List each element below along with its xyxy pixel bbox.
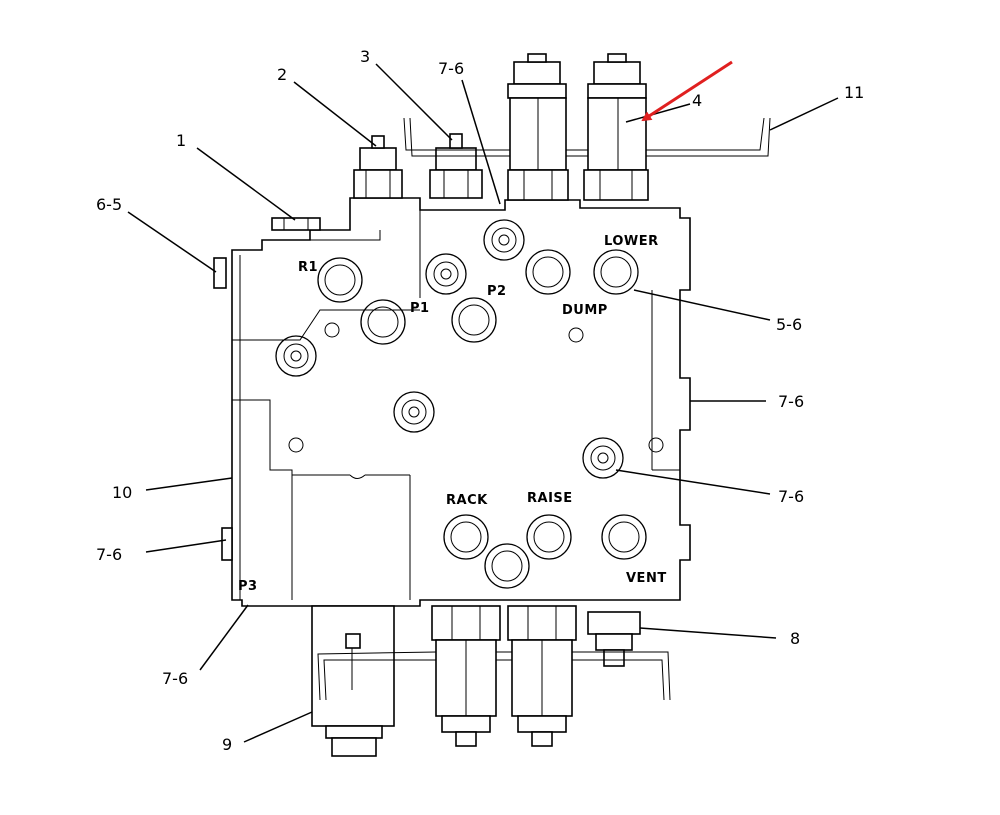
port-p1 <box>360 299 406 345</box>
leader-lines <box>127 63 839 743</box>
callout-4: 4 <box>692 91 702 110</box>
bottom-fitting-8 <box>587 611 641 667</box>
port-dump-upper <box>525 249 571 295</box>
callout-1: 1 <box>176 131 186 150</box>
bottom-solenoid-left <box>431 605 501 747</box>
callout-7-6-top: 7-6 <box>438 59 464 78</box>
port-top-plug <box>483 219 525 261</box>
callout-7-6-bottom: 7-6 <box>162 669 188 688</box>
port-center-bottom <box>484 543 530 589</box>
callout-6-5: 6-5 <box>96 195 122 214</box>
port-left-plug <box>275 335 317 377</box>
small-hole <box>288 437 304 453</box>
bottom-wire-harness <box>317 651 671 701</box>
small-hole <box>568 327 584 343</box>
port-p2 <box>451 297 497 343</box>
callout-9: 9 <box>222 735 232 754</box>
port-label-p1: P1 <box>410 301 430 316</box>
port-right-plug <box>582 437 624 479</box>
port-r1 <box>317 257 363 303</box>
port-rack <box>443 514 489 560</box>
bottom-solenoid-right <box>507 605 577 747</box>
callout-10: 10 <box>112 483 132 502</box>
callout-7-6-right-lower: 7-6 <box>778 487 804 506</box>
port-label-r1: R1 <box>298 260 318 275</box>
top-nut-left <box>353 135 403 199</box>
port-lower <box>593 249 639 295</box>
callout-7-6-right-upper: 7-6 <box>778 392 804 411</box>
bottom-solenoid-9 <box>311 605 395 757</box>
ports <box>275 219 664 589</box>
small-hole <box>324 322 340 338</box>
port-label-p2: P2 <box>487 284 507 299</box>
callout-8: 8 <box>790 629 800 648</box>
top-plug <box>271 217 321 231</box>
callouts: 1 2 3 7-6 4 11 6-5 5-6 7-6 7-6 10 7-6 7-… <box>96 47 864 754</box>
callout-7-6-left: 7-6 <box>96 545 122 564</box>
top-nut-right <box>429 133 483 199</box>
callout-11: 11 <box>844 83 864 102</box>
port-raise <box>526 514 572 560</box>
top-solenoid-left <box>507 53 569 201</box>
small-hole <box>648 437 664 453</box>
top-wire-harness <box>403 117 771 157</box>
port-top-center <box>425 253 467 295</box>
top-solenoid-right <box>583 53 649 201</box>
port-label-p3: P3 <box>238 579 258 594</box>
highlight-arrow <box>641 60 733 122</box>
callout-2: 2 <box>277 65 287 84</box>
callout-3: 3 <box>360 47 370 66</box>
port-vent <box>601 514 647 560</box>
port-center-plug <box>393 391 435 433</box>
port-label-dump: DUMP <box>562 303 608 318</box>
port-label-raise: RAISE <box>527 491 573 506</box>
port-label-vent: VENT <box>626 571 667 586</box>
callout-5-6: 5-6 <box>776 315 802 334</box>
port-label-rack: RACK <box>446 493 488 508</box>
port-label-lower: LOWER <box>604 234 659 249</box>
valve-body <box>213 197 691 607</box>
